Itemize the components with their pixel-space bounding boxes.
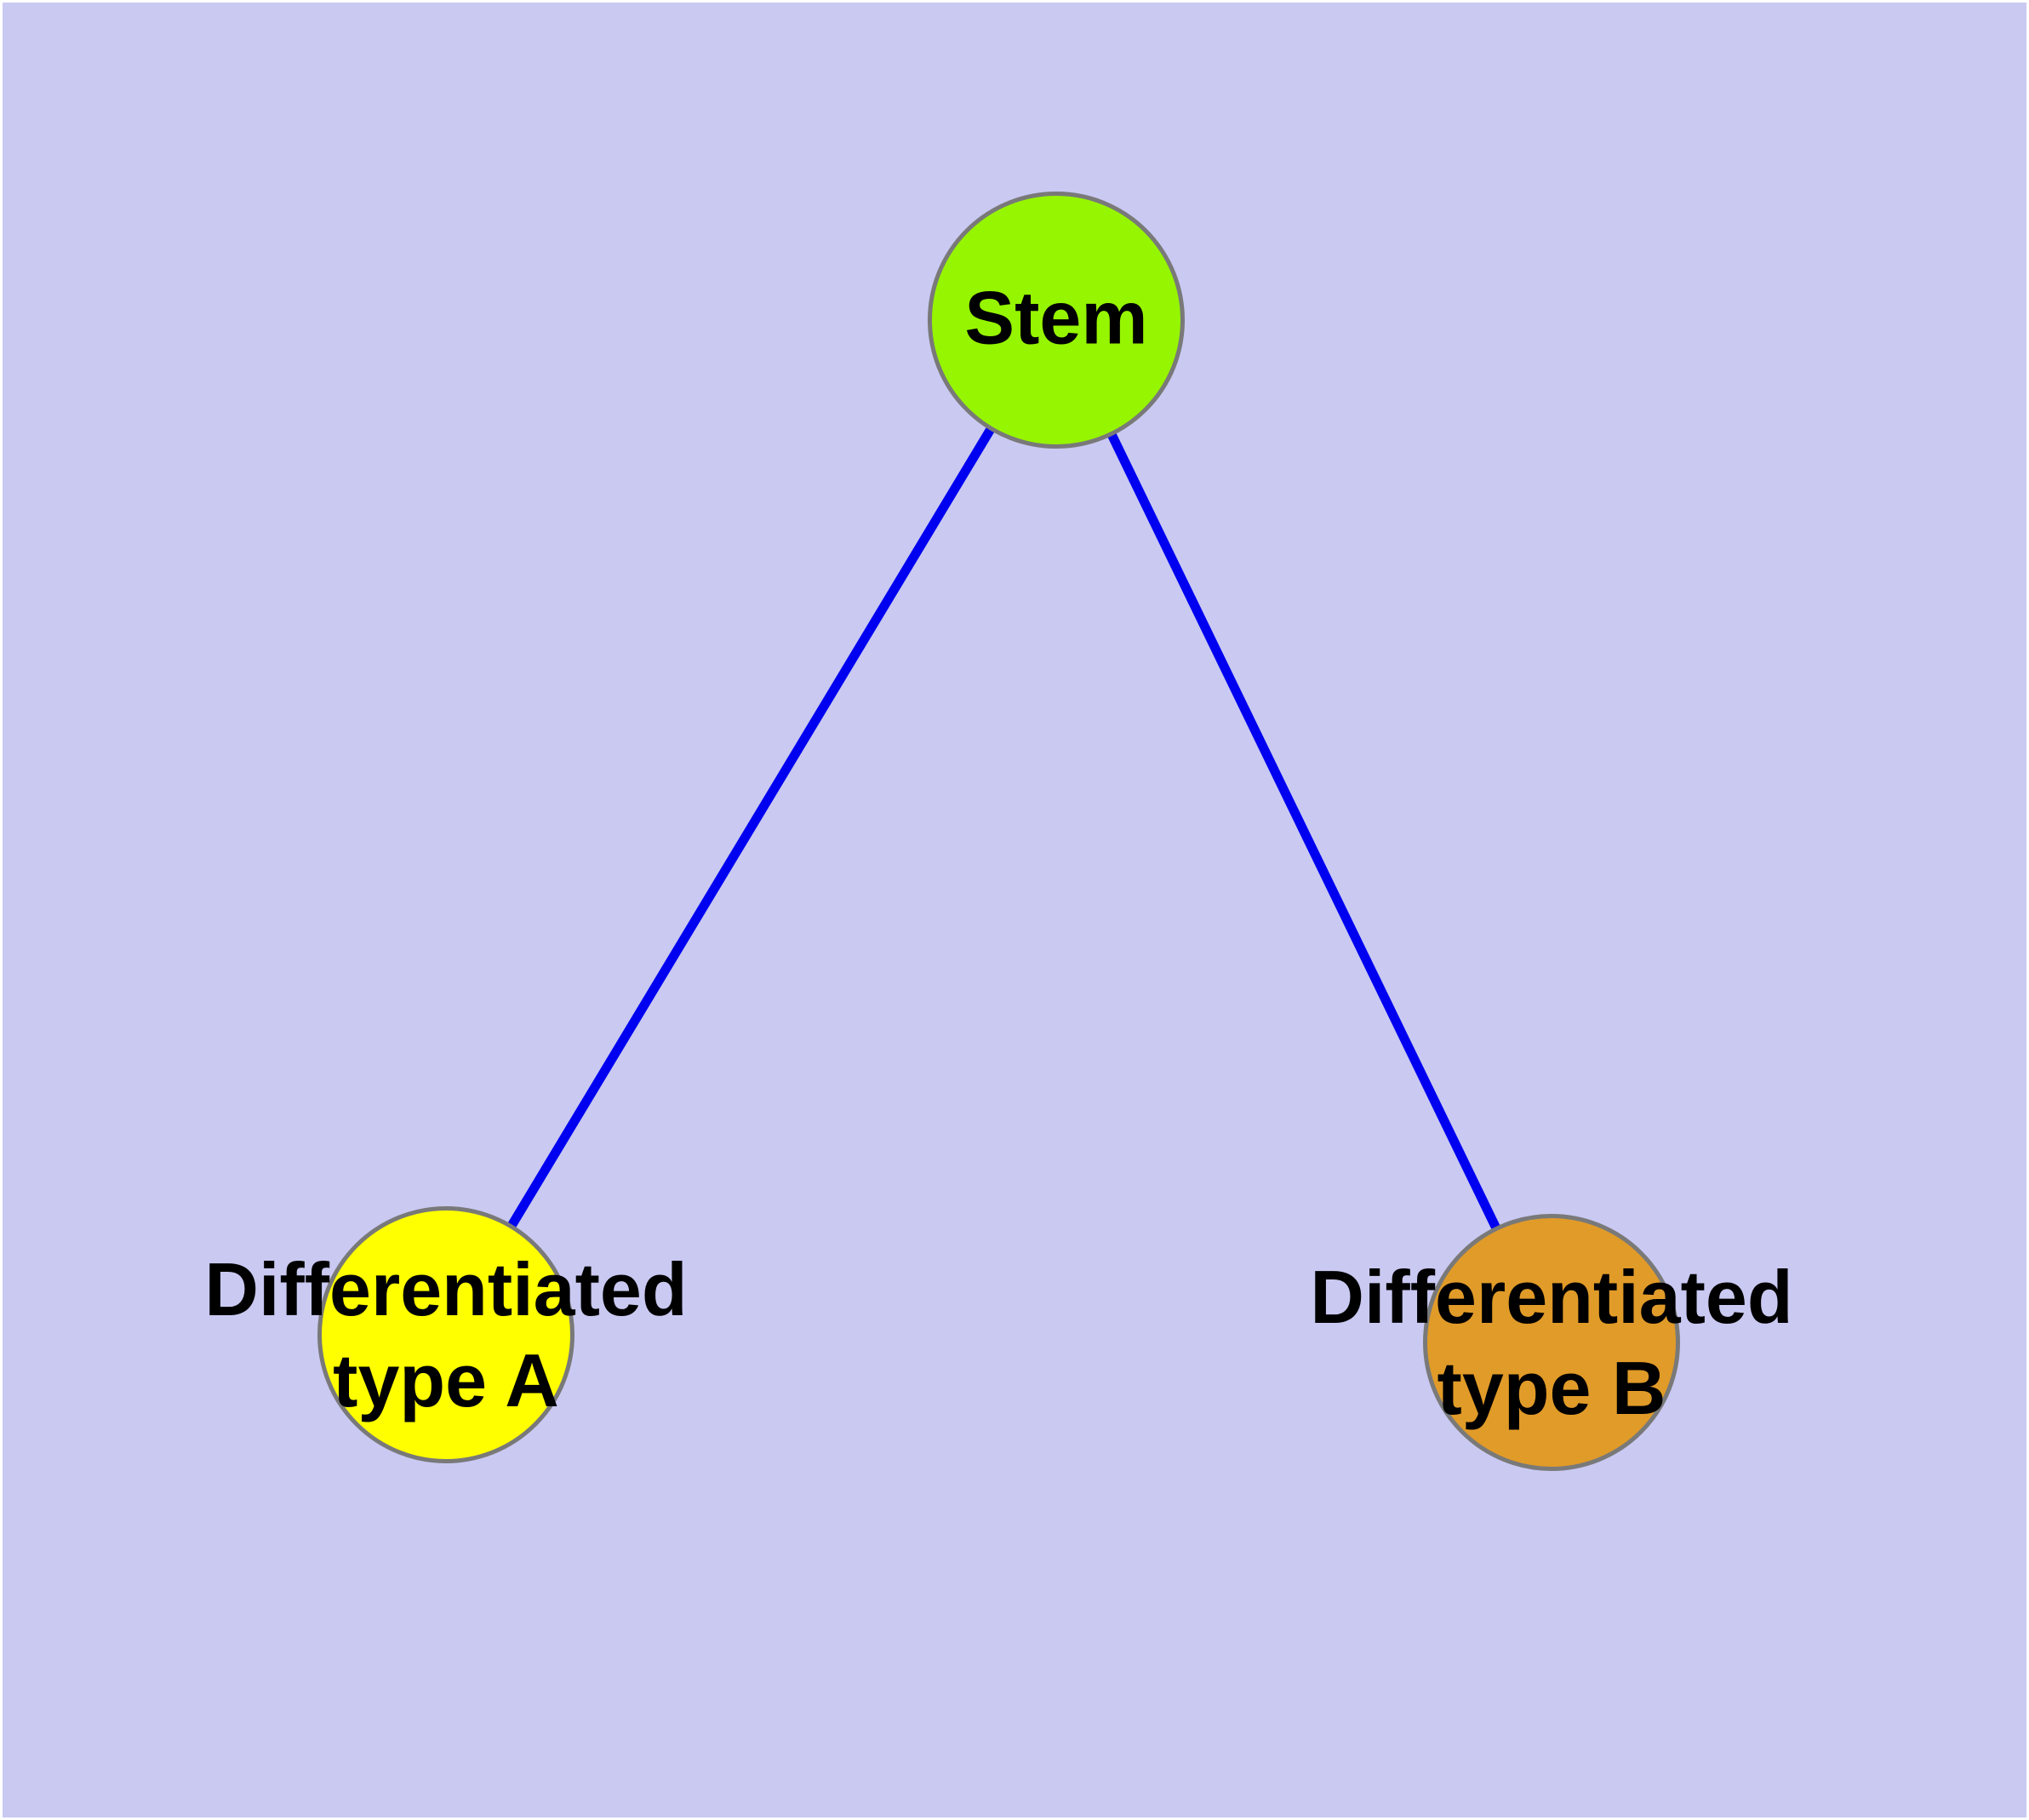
node-differentiated-type-b bbox=[1423, 1214, 1680, 1471]
diagram-canvas: Stem Differentiated type A Differentiate… bbox=[3, 3, 2026, 1817]
node-differentiated-type-a-label: Differentiated type A bbox=[204, 1244, 687, 1426]
node-type-b-label-line2: type B bbox=[1437, 1346, 1666, 1430]
node-type-a-label-line2: type A bbox=[333, 1338, 559, 1422]
node-stem bbox=[928, 192, 1185, 449]
node-differentiated-type-a bbox=[317, 1206, 574, 1463]
edge-stem-to-type-a bbox=[442, 318, 1060, 1337]
node-type-b-label-line1: Differentiated bbox=[1310, 1255, 1793, 1339]
node-type-a-label-line1: Differentiated bbox=[204, 1247, 688, 1331]
node-stem-label: Stem bbox=[964, 272, 1147, 363]
node-differentiated-type-b-label: Differentiated type B bbox=[1310, 1251, 1792, 1434]
edge-layer bbox=[442, 318, 1556, 1345]
node-stem-label-text: Stem bbox=[964, 275, 1148, 360]
edge-stem-to-type-b bbox=[1052, 318, 1556, 1345]
